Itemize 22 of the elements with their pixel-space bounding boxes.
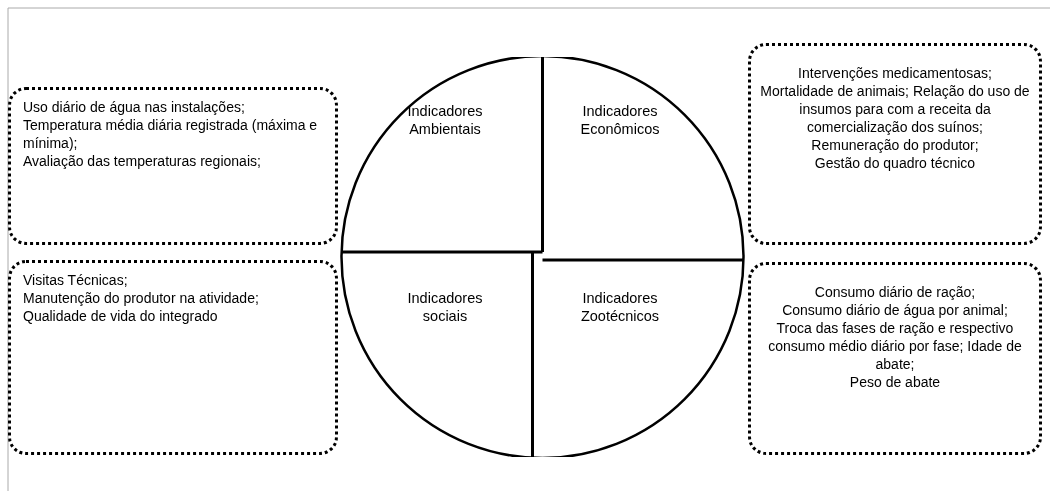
indicator-item: Manutenção do produtor na atividade; [23,289,260,307]
indicator-item: Intervenções medicamentosas; [797,64,993,82]
indicator-item: Peso de abate [848,373,942,391]
indicator-item: Mortalidade de animais; Relação do uso de insumos para com a receita da comercialização dos suínos; [759,82,1031,136]
indicator-item: Avaliação das temperaturas regionais; [23,152,262,170]
indicator-item: Qualidade de vida do integrado [23,307,219,325]
indicator-item: Troca das fases de ração e respectivo consumo médio diário por fase; Idade de abate; [767,319,1023,373]
quadrant-label: Indicadores Ambientais [406,102,484,138]
indicator-item: Consumo diário de água por animal; [781,301,1009,319]
indicator-item: Remuneração do produtor; [810,136,980,154]
indicator-item: Uso diário de água nas instalações; [23,98,246,116]
quadrant-label: Indicadores sociais [406,289,484,325]
indicator-item: Gestão do quadro técnico [813,154,977,172]
dotted-rounded-box [748,262,1042,455]
indicator-item: Visitas Técnicas; [23,271,129,289]
indicator-item: Temperatura média diária registrada (máxima e mínima); [23,116,319,152]
quadrant-label: Indicadores Zootécnicos [579,289,661,325]
dotted-rounded-box [8,87,338,245]
quadrant-label: Indicadores Econômicos [579,102,661,138]
dotted-rounded-box [748,43,1042,245]
dotted-rounded-box [8,260,338,455]
indicator-item: Consumo diário de ração; [813,283,977,301]
